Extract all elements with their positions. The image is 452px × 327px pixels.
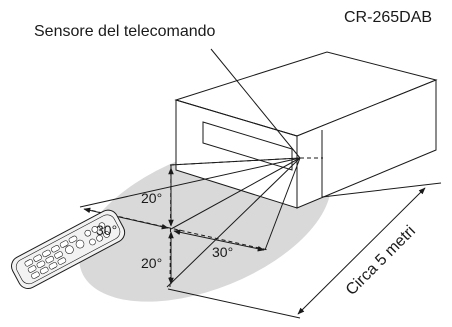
remote-inner-edge (15, 214, 121, 285)
model-label: CR-265DAB (344, 9, 432, 26)
angle-label-horizontal-left: 30° (96, 222, 117, 238)
receiver-unit (174, 51, 438, 209)
ray-dashed-horizontal (169, 157, 301, 166)
ray-right-edge (264, 157, 301, 251)
horizontal-right-arrow (173, 229, 265, 252)
angle-label-horizontal-right: 30° (212, 244, 233, 260)
sensor-label: Sensore del telecomando (34, 23, 216, 40)
receiver-display-window (202, 121, 293, 171)
signal-rays (79, 157, 323, 288)
distance-label: Circa 5 metri (343, 223, 419, 299)
horizontal-left-arrow (83, 207, 169, 230)
angle-label-vertical-up: 20° (141, 190, 162, 206)
ray-center (170, 157, 301, 230)
remote-control (11, 209, 126, 289)
ray-bottom (166, 157, 301, 288)
receiver-side-face (296, 79, 437, 209)
angle-arrows (83, 167, 265, 285)
ray-left-edge (79, 157, 301, 208)
sensor-pointer-line (210, 48, 301, 159)
remote-buttons (24, 222, 110, 279)
distance-dimension (167, 182, 442, 319)
distance-extension-bottom (167, 288, 301, 319)
distance-arrow (297, 187, 426, 315)
angle-label-vertical-down: 20° (141, 255, 162, 271)
